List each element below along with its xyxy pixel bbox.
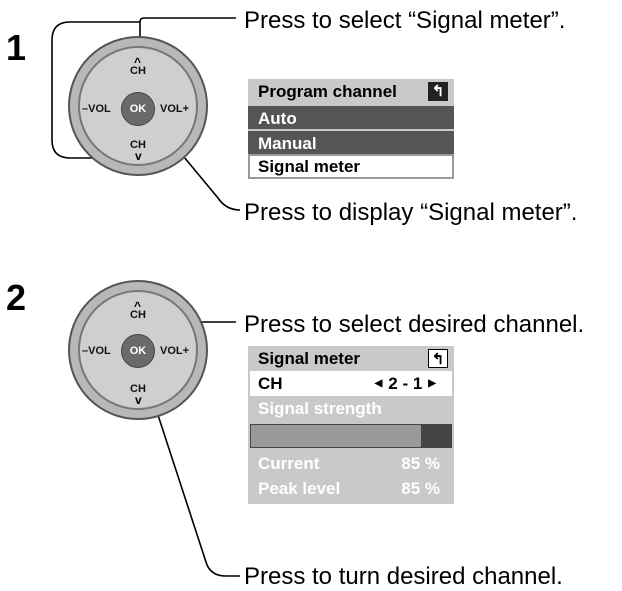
- ok-button[interactable]: OK: [121, 334, 155, 368]
- current-value: 85 %: [401, 454, 440, 473]
- menu-title-row: Signal meter ↰: [248, 346, 454, 371]
- menu-title-row: Program channel ↰: [248, 79, 454, 104]
- ok-button[interactable]: OK: [121, 92, 155, 126]
- menu-item-signal-meter[interactable]: Signal meter: [248, 154, 454, 179]
- step-2-top-caption: Press to select desired channel.: [244, 311, 585, 338]
- peak-level-label: Peak level: [258, 479, 341, 498]
- chevron-left-icon[interactable]: ◀: [374, 378, 383, 389]
- ch-down-arrow-icon[interactable]: v: [135, 149, 142, 163]
- step-1-bottom-caption: Press to display “Signal meter”.: [244, 199, 578, 226]
- step1-ch-bracket-left: [51, 21, 141, 159]
- vol-down-button[interactable]: –VOL: [82, 103, 111, 115]
- step-1-number: 1: [6, 27, 27, 68]
- program-channel-menu: Program channel ↰ Auto Manual Signal met…: [248, 79, 454, 179]
- ch-up-arrow-icon[interactable]: ^: [134, 55, 142, 69]
- return-icon[interactable]: ↰: [428, 349, 448, 368]
- step-1-top-caption: Press to select “Signal meter”.: [244, 7, 566, 34]
- step2-ok-line: [139, 359, 240, 577]
- signal-strength-bar: [250, 424, 452, 448]
- step-2-number: 2: [6, 277, 27, 318]
- step1-ch-bracket: [139, 17, 236, 38]
- ch-down-button[interactable]: CH: [130, 139, 146, 151]
- menu-title: Signal meter: [258, 349, 361, 368]
- menu-item-auto[interactable]: Auto: [248, 104, 454, 129]
- signal-strength-label: Signal strength: [258, 399, 382, 418]
- return-icon[interactable]: ↰: [428, 82, 448, 101]
- vol-up-button[interactable]: VOL+: [160, 103, 190, 115]
- vol-up-button[interactable]: VOL+: [160, 345, 190, 357]
- menu-item-manual[interactable]: Manual: [248, 129, 454, 154]
- menu-title: Program channel: [258, 82, 397, 101]
- step1-ok-line: [144, 109, 241, 211]
- vol-down-button[interactable]: –VOL: [82, 345, 111, 357]
- peak-level-value: 85 %: [401, 479, 440, 498]
- ch-down-button[interactable]: CH: [130, 383, 146, 395]
- ch-up-button[interactable]: CH: [130, 309, 146, 321]
- channel-selector[interactable]: CH ◀ 2 - 1 ▶: [250, 371, 452, 396]
- signal-meter-menu: Signal meter ↰ CH ◀ 2 - 1 ▶ Signal stren…: [248, 346, 454, 504]
- ch-up-button[interactable]: CH: [130, 65, 146, 77]
- ch-down-arrow-icon[interactable]: v: [135, 393, 142, 407]
- peak-level-row: Peak level 85 %: [248, 476, 454, 504]
- signal-strength-fill: [250, 424, 422, 448]
- current-label: Current: [258, 454, 320, 473]
- step-2-bottom-caption: Press to turn desired channel.: [244, 563, 563, 590]
- ch-up-arrow-icon[interactable]: ^: [134, 299, 142, 313]
- current-row: Current 85 %: [248, 451, 454, 476]
- chevron-right-icon[interactable]: ▶: [428, 378, 436, 389]
- channel-label: CH: [258, 374, 283, 393]
- channel-value: 2 - 1: [388, 374, 423, 393]
